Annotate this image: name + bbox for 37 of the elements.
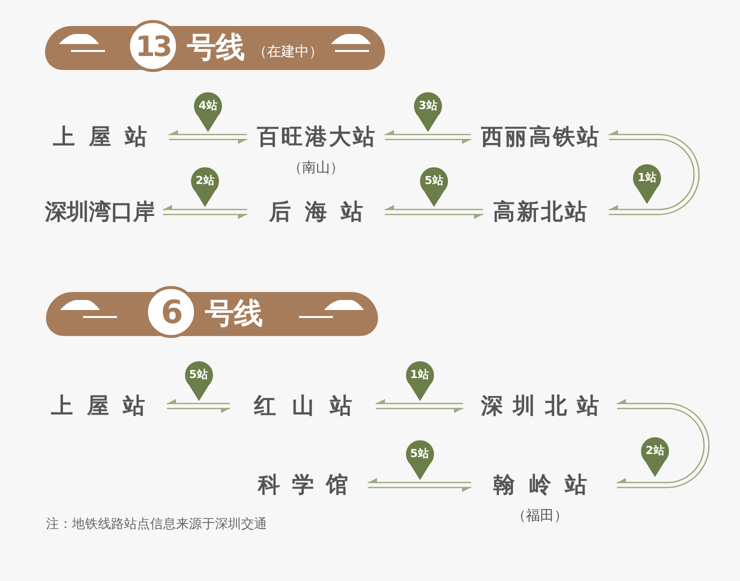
station-count-pin: 3站 <box>414 92 442 132</box>
station-name: 西丽高铁站 <box>479 122 601 152</box>
double-track-connector <box>375 399 464 413</box>
station-name: 红山站 <box>238 391 368 421</box>
source-note: 注：地铁线路站点信息来源于深圳交通 <box>46 516 267 533</box>
station-count-pin: 5站 <box>406 440 434 480</box>
double-track-connector <box>384 130 472 144</box>
station-count-pin: 2站 <box>641 437 669 477</box>
station-name: 后海站 <box>255 197 377 227</box>
station-name: 深圳北站 <box>471 391 609 421</box>
line-title: 号线 <box>205 295 263 332</box>
double-track-connector <box>367 478 472 492</box>
station-count-pin: 1站 <box>633 164 661 204</box>
double-track-connector <box>616 399 710 488</box>
station-name: 高新北站 <box>491 197 589 227</box>
line-number-badge: 6 <box>145 286 197 338</box>
double-track-connector <box>166 399 231 413</box>
station-count-pin: 5站 <box>420 167 448 207</box>
station-count-pin: 5站 <box>184 361 212 401</box>
station-name: 上屋站 <box>37 391 159 421</box>
station-name: 百旺港大站 <box>255 122 377 152</box>
station-count-pin: 1站 <box>406 361 434 401</box>
station-name: 深圳湾口岸 <box>45 197 155 227</box>
status-note: （在建中） <box>253 43 323 61</box>
district-note: （南山） <box>288 159 344 177</box>
double-track-connector <box>168 130 248 144</box>
double-track-connector <box>162 205 248 219</box>
station-count-pin: 2站 <box>191 167 219 207</box>
district-note: （福田） <box>512 507 568 525</box>
double-track-connector <box>608 130 700 216</box>
line-title: 号线 <box>187 29 245 66</box>
station-name: 翰岭站 <box>479 470 601 500</box>
line-number-badge: 13 <box>127 20 179 72</box>
double-track-connector <box>384 205 484 219</box>
station-name: 科学馆 <box>246 470 360 500</box>
station-name: 上屋站 <box>39 122 161 152</box>
station-count-pin: 4站 <box>194 92 222 132</box>
